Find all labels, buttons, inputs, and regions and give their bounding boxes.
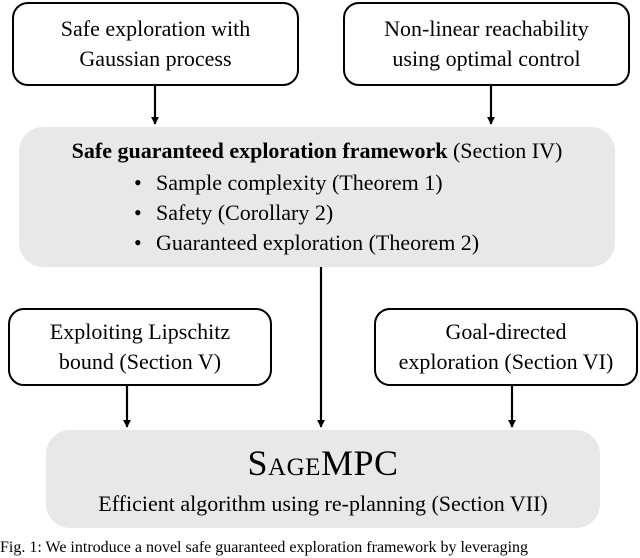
box-text-line: Exploiting Lipschitz: [49, 319, 231, 344]
figure-caption: Fig. 1: We introduce a novel safe guaran…: [0, 539, 529, 556]
bullet-text: Sample complexity (Theorem 1): [156, 170, 443, 195]
sagempc-title-smallcaps: age: [268, 443, 321, 483]
box-text-line: Goal-directed: [445, 319, 567, 344]
sagempc-title-initial: S: [247, 443, 269, 483]
sagempc-title-mpc: MPC: [320, 443, 399, 483]
box-text-line: Non-linear reachability: [384, 16, 589, 41]
sagempc-box: SageMPC Efficient algorithm using re-pla…: [46, 430, 600, 528]
nonlinear-reachability-box: Non-linear reachability using optimal co…: [343, 2, 630, 86]
box-text-line: using optimal control: [392, 46, 581, 71]
box-text-line: Gaussian process: [79, 46, 232, 71]
safe-exploration-gp-box: Safe exploration with Gaussian process: [12, 2, 299, 86]
safe-guaranteed-exploration-framework-box: Safe guaranteed exploration framework (S…: [19, 127, 615, 267]
bullet-text: Safety (Corollary 2): [156, 200, 334, 225]
goal-directed-exploration-box: Goal-directed exploration (Section VI): [374, 308, 638, 386]
bullet-icon: •: [134, 200, 142, 225]
sagempc-subtitle: Efficient algorithm using re-planning (S…: [98, 491, 548, 516]
framework-title-section: (Section IV): [447, 138, 563, 163]
bullet-text: Guaranteed exploration (Theorem 2): [156, 230, 480, 255]
box-text-line: Safe exploration with: [60, 16, 251, 41]
framework-title: Safe guaranteed exploration framework (S…: [72, 136, 563, 166]
list-item: • Sample complexity (Theorem 1): [134, 168, 479, 198]
box-text-line: bound (Section V): [58, 349, 222, 374]
list-item: • Safety (Corollary 2): [134, 198, 479, 228]
sagempc-title: SageMPC: [248, 441, 399, 485]
bullet-icon: •: [134, 170, 142, 195]
list-item: • Guaranteed exploration (Theorem 2): [134, 228, 479, 258]
framework-bullet-list: • Sample complexity (Theorem 1) • Safety (…: [134, 168, 479, 258]
box-text-line: exploration (Section VI): [398, 349, 614, 374]
framework-title-bold: Safe guaranteed exploration framework: [71, 138, 448, 163]
bullet-icon: •: [134, 230, 142, 255]
exploiting-lipschitz-box: Exploiting Lipschitz bound (Section V): [8, 308, 272, 386]
